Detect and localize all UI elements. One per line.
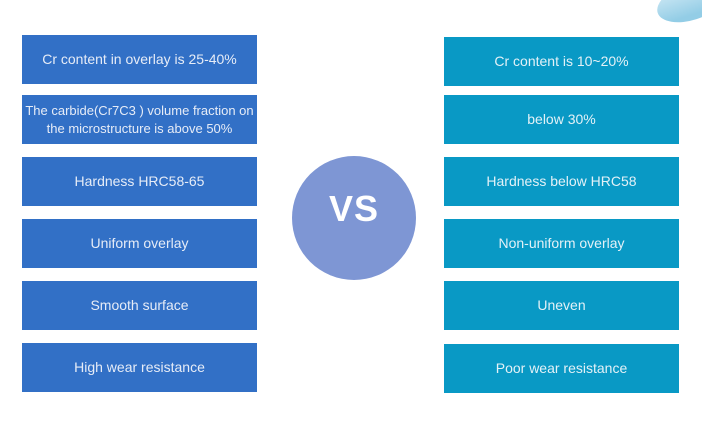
comparison-item-right-4: Non-uniform overlay — [444, 219, 679, 268]
comparison-item-left-3: Hardness HRC58-65 — [22, 157, 257, 206]
comparison-item-left-4: Uniform overlay — [22, 219, 257, 268]
comparison-item-left-5: Smooth surface — [22, 281, 257, 330]
comparison-item-right-6: Poor wear resistance — [444, 344, 679, 393]
comparison-item-left-1: Cr content in overlay is 25-40% — [22, 35, 257, 84]
comparison-item-left-2: The carbide(Cr7C3 ) volume fraction on t… — [22, 95, 257, 144]
corner-swoosh-decoration — [652, 0, 702, 30]
vs-label: VS — [328, 188, 380, 229]
comparison-item-right-5: Uneven — [444, 281, 679, 330]
comparison-item-right-3: Hardness below HRC58 — [444, 157, 679, 206]
comparison-item-right-1: Cr content is 10~20% — [444, 37, 679, 86]
vs-badge: VS — [292, 156, 416, 280]
comparison-item-left-6: High wear resistance — [22, 343, 257, 392]
comparison-item-right-2: below 30% — [444, 95, 679, 144]
